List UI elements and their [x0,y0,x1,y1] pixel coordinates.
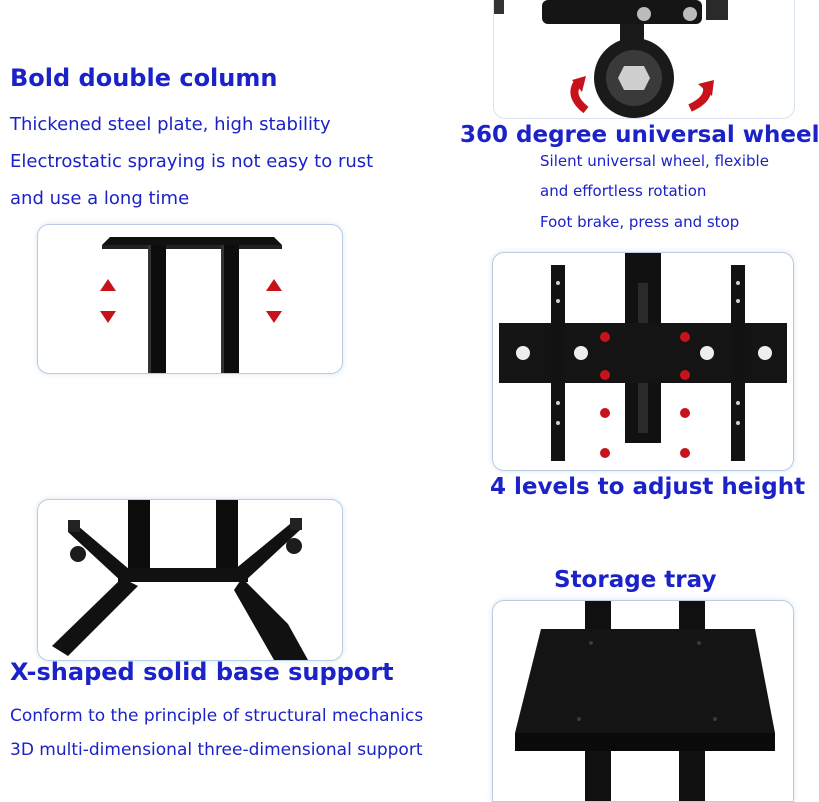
base-photo-panel [37,499,343,661]
up-down-arrow-icon [266,279,282,323]
double-column-illustration [100,237,282,373]
caster-wheel-illustration [494,0,728,118]
column-photo-panel [37,224,343,374]
wheel-section-line-2: and effortless rotation [540,182,707,200]
column-section-line-1: Thickened steel plate, high stability [10,114,331,135]
bracket-photo-panel [492,252,794,471]
base-section-line-2: 3D multi-dimensional three-dimensional s… [10,740,423,760]
x-base-illustration [52,500,308,660]
wheel-section-line-1: Silent universal wheel, flexible [540,152,769,170]
tray-section-title: Storage tray [554,567,717,593]
storage-tray-illustration [515,601,775,801]
wheel-section-title: 360 degree universal wheel [460,122,819,148]
base-section-line-1: Conform to the principle of structural m… [10,706,424,726]
column-section-line-2: Electrostatic spraying is not easy to ru… [10,151,374,172]
up-down-arrow-icon [100,279,116,323]
wheel-photo [493,0,795,119]
column-section-line-3: and use a long time [10,188,190,209]
column-section-title: Bold double column [10,64,278,92]
height-section-title: 4 levels to adjust height [490,474,806,500]
tv-bracket-illustration [499,253,787,461]
tray-photo-panel [492,600,794,802]
base-section-title: X-shaped solid base support [10,658,394,686]
wheel-section-line-3: Foot brake, press and stop [540,213,740,231]
height-adjust-hole-icon [600,332,690,458]
